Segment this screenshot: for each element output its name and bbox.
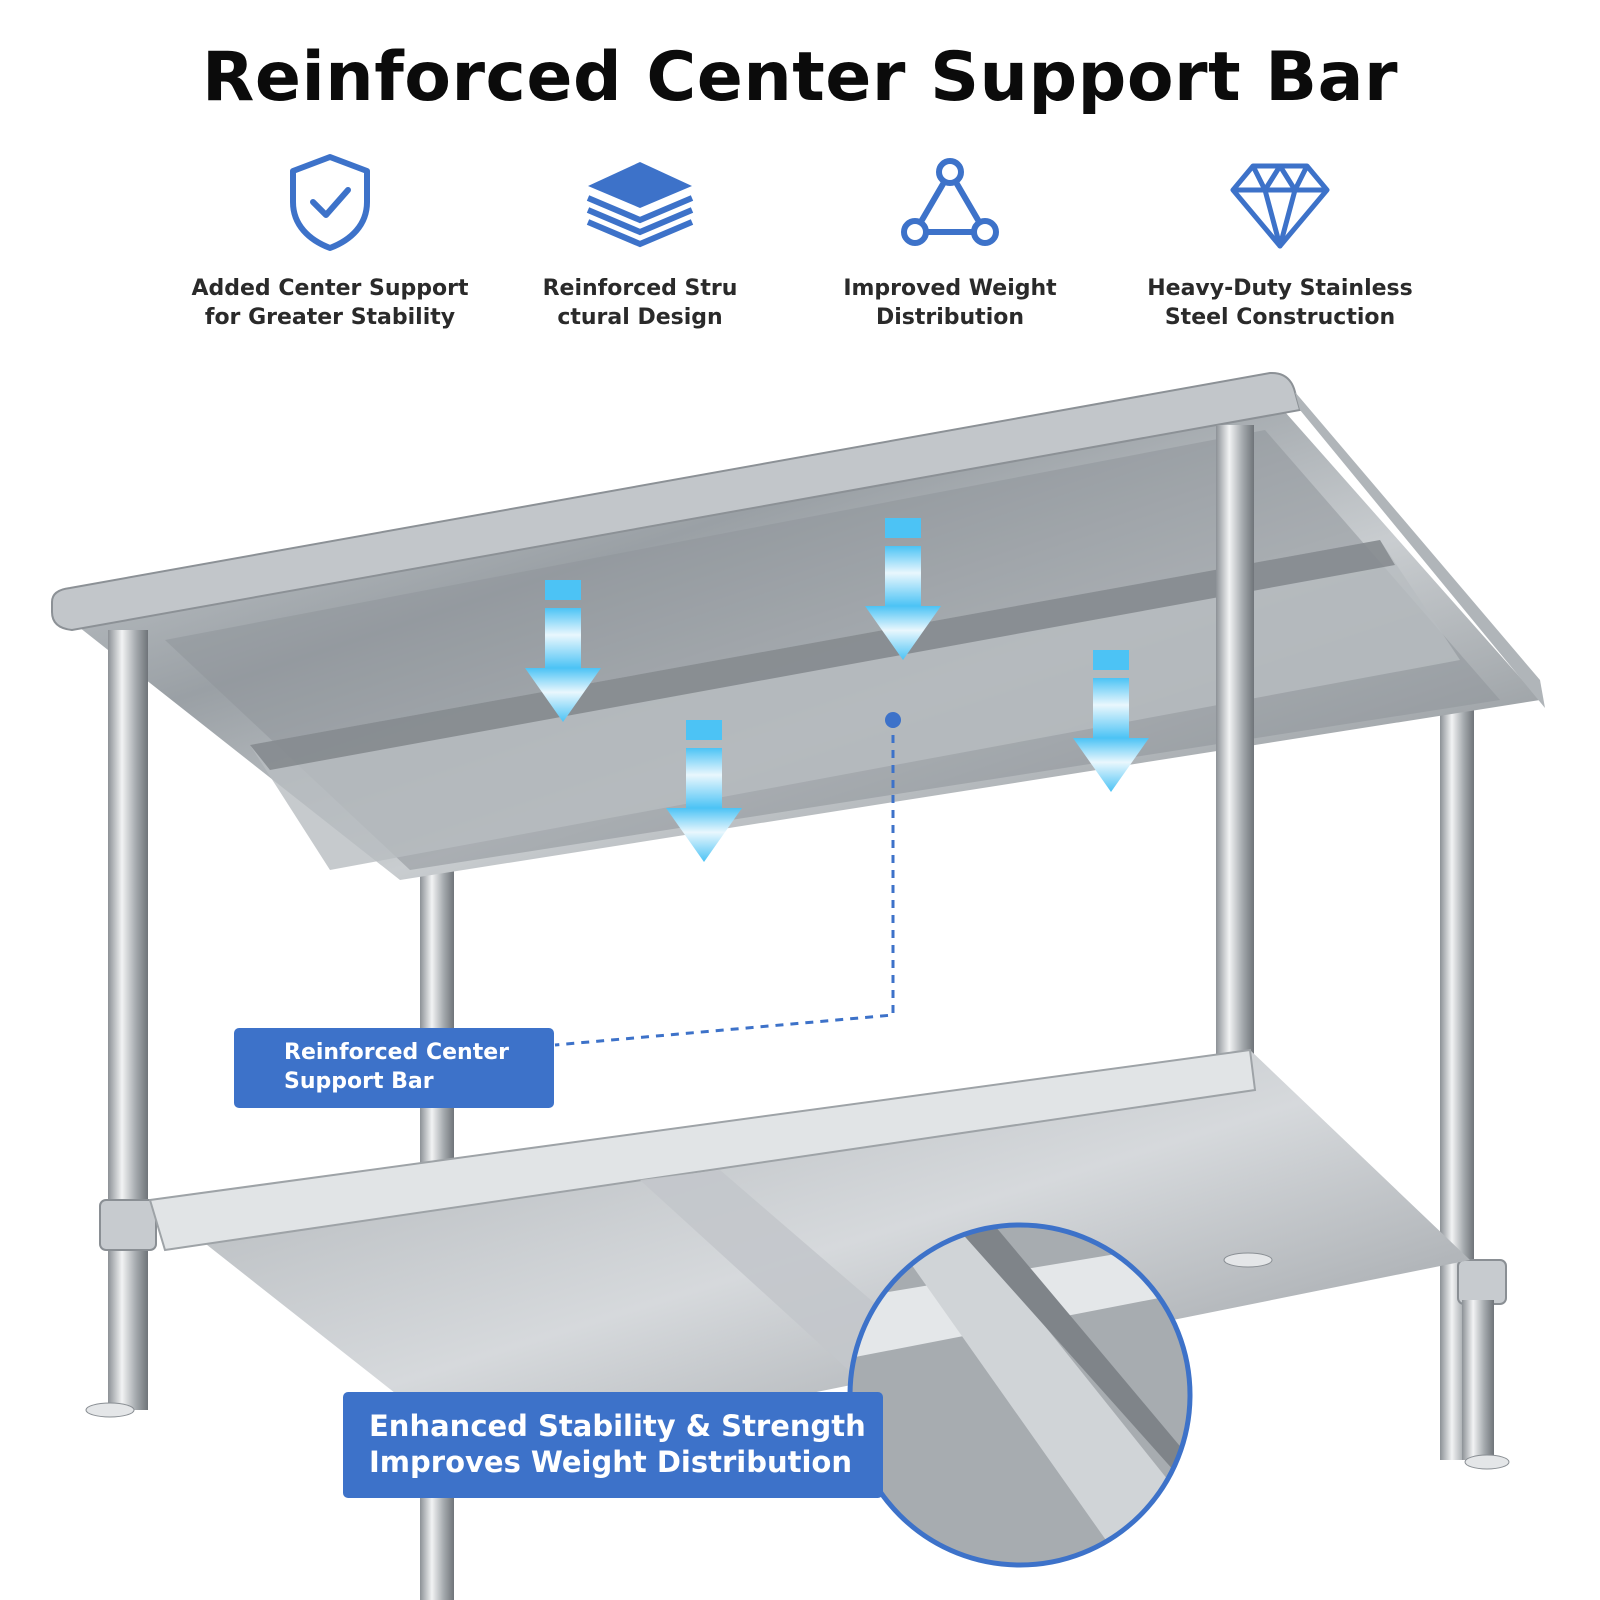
feature-label-line: Reinforced Stru xyxy=(542,276,738,301)
callout-text: Support Bar xyxy=(284,1069,434,1094)
feature-label-line: ctural Design xyxy=(557,305,723,330)
feature-center-support: Added Center Support for Greater Stabili… xyxy=(180,152,480,332)
feature-label: Improved Weight Distribution xyxy=(800,274,1100,332)
callout-stability: Enhanced Stability & Strength Improves W… xyxy=(343,1392,883,1498)
page-title: Reinforced Center Support Bar xyxy=(202,38,1398,117)
feature-structural-design: Reinforced Stru ctural Design xyxy=(490,152,790,332)
feature-label-line: Heavy-Duty Stainless xyxy=(1147,276,1413,301)
feature-label-line: for Greater Stability xyxy=(204,305,456,330)
center-support-bar xyxy=(250,540,1460,870)
load-arrow-icon xyxy=(666,720,742,862)
table-edge xyxy=(51,371,1302,632)
feature-weight-distribution: Improved Weight Distribution xyxy=(800,152,1100,332)
shield-check-icon xyxy=(290,154,370,251)
feature-label-line: Steel Construction xyxy=(1164,305,1396,330)
load-arrow-icon xyxy=(1073,650,1149,792)
feature-label: Reinforced Stru ctural Design xyxy=(490,274,790,332)
zoom-detail xyxy=(850,1225,1190,1565)
callout-text: Improves Weight Distribution xyxy=(369,1445,853,1479)
triangle-nodes-icon xyxy=(901,158,999,246)
feature-label: Heavy-Duty Stainless Steel Construction xyxy=(1130,274,1430,332)
feature-label-line: Distribution xyxy=(875,305,1025,330)
callout-text: Enhanced Stability & Strength xyxy=(369,1409,866,1443)
load-arrow-icon xyxy=(865,518,941,660)
layers-icon xyxy=(586,162,694,248)
callout-text: Reinforced Center xyxy=(284,1040,509,1065)
feature-stainless-steel: Heavy-Duty Stainless Steel Construction xyxy=(1130,152,1430,332)
feature-label-line: Added Center Support xyxy=(191,276,469,301)
callout-center-support-bar: Reinforced Center Support Bar xyxy=(234,1028,554,1108)
table-leg xyxy=(108,630,148,1410)
feature-label: Added Center Support for Greater Stabili… xyxy=(180,274,480,332)
feature-label-line: Improved Weight xyxy=(843,276,1057,301)
load-arrow-icon xyxy=(525,580,601,722)
diamond-icon xyxy=(1230,163,1330,249)
